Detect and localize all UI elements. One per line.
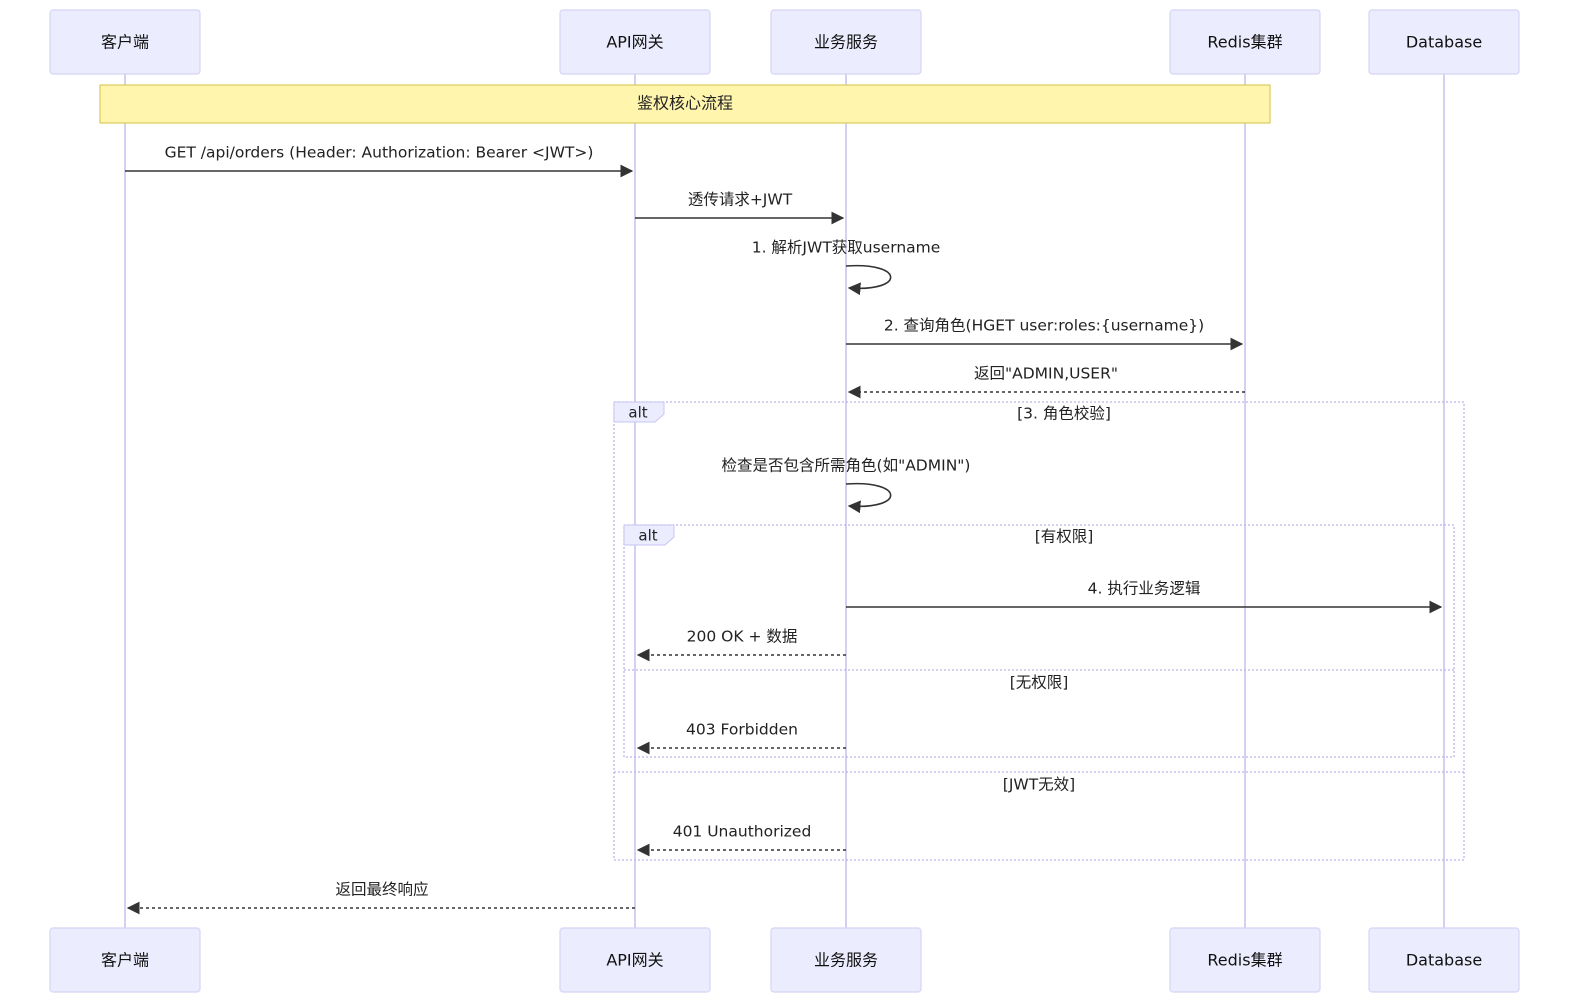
message-forward-jwt: 透传请求+JWT [635, 191, 845, 225]
message-label: 4. 执行业务逻辑 [1088, 580, 1201, 598]
actor-label: 业务服务 [814, 33, 878, 52]
frame-keyword: alt [628, 404, 647, 422]
self-loop-arrow [845, 264, 892, 296]
actor-db-top[interactable]: Database [1368, 9, 1520, 75]
actor-service-top[interactable]: 业务服务 [770, 9, 922, 75]
message-label: GET /api/orders (Header: Authorization: … [165, 144, 594, 162]
actor-service-bottom[interactable]: 业务服务 [770, 927, 922, 993]
message-execute-logic: 4. 执行业务逻辑 [846, 580, 1443, 614]
frame-border [613, 401, 1465, 861]
message-401: 401 Unauthorized [636, 823, 846, 857]
message-label: 1. 解析JWT获取username [752, 239, 941, 257]
actor-redis-bottom[interactable]: Redis集群 [1169, 927, 1321, 993]
actor-label: Database [1406, 33, 1482, 52]
message-check-role: 检查是否包含所需角色(如"ADMIN") [722, 457, 971, 514]
lifelines [124, 74, 1445, 930]
frame-condition: [有权限] [1035, 528, 1094, 546]
actor-client-top[interactable]: 客户端 [49, 9, 201, 75]
message-label: 返回最终响应 [335, 880, 428, 899]
frame-tab [623, 524, 675, 546]
note-auth-flow: 鉴权核心流程 [99, 84, 1271, 124]
message-200-ok: 200 OK + 数据 [636, 628, 846, 662]
self-loop-arrow [845, 482, 892, 514]
actor-label: 客户端 [101, 33, 149, 52]
actor-label: API网关 [606, 33, 663, 52]
message-label: 401 Unauthorized [673, 823, 812, 841]
message-query-role: 2. 查询角色(HGET user:roles:{username}) [846, 317, 1244, 351]
actor-label: Redis集群 [1207, 33, 1282, 52]
actor-redis-top[interactable]: Redis集群 [1169, 9, 1321, 75]
note-text: 鉴权核心流程 [637, 94, 733, 113]
frame-condition: [无权限] [1010, 674, 1069, 692]
message-label: 返回"ADMIN,USER" [974, 365, 1118, 383]
actors-bottom: 客户端 API网关 业务服务 Redis集群 Database [49, 927, 1520, 993]
actor-label: Redis集群 [1207, 951, 1282, 970]
message-label: 检查是否包含所需角色(如"ADMIN") [722, 457, 971, 475]
actor-gateway-top[interactable]: API网关 [559, 9, 711, 75]
frame-border [623, 524, 1455, 758]
actor-label: 业务服务 [814, 951, 878, 970]
message-get-orders: GET /api/orders (Header: Authorization: … [125, 144, 634, 178]
frame-tab [613, 401, 665, 423]
message-label: 2. 查询角色(HGET user:roles:{username}) [884, 317, 1204, 335]
message-label: 透传请求+JWT [688, 191, 793, 209]
message-return-roles: 返回"ADMIN,USER" [847, 365, 1245, 399]
message-parse-jwt: 1. 解析JWT获取username [752, 239, 941, 296]
message-label: 200 OK + 数据 [687, 628, 798, 646]
actors-top: 客户端 API网关 业务服务 Redis集群 Database [49, 9, 1520, 75]
frame-condition: [3. 角色校验] [1017, 405, 1111, 423]
actor-label: 客户端 [101, 951, 149, 970]
frame-keyword: alt [638, 527, 657, 545]
actor-client-bottom[interactable]: 客户端 [49, 927, 201, 993]
frame-condition: [JWT无效] [1003, 776, 1075, 794]
actor-gateway-bottom[interactable]: API网关 [559, 927, 711, 993]
actor-label: API网关 [606, 951, 663, 970]
message-403: 403 Forbidden [636, 721, 846, 755]
alt-frame-inner: alt [有权限] [无权限] [623, 524, 1455, 758]
message-label: 403 Forbidden [686, 721, 798, 739]
message-final-response: 返回最终响应 [126, 880, 635, 915]
actor-label: Database [1406, 951, 1482, 970]
actor-db-bottom[interactable]: Database [1368, 927, 1520, 993]
alt-frame-outer: alt [3. 角色校验] [JWT无效] [613, 401, 1465, 861]
